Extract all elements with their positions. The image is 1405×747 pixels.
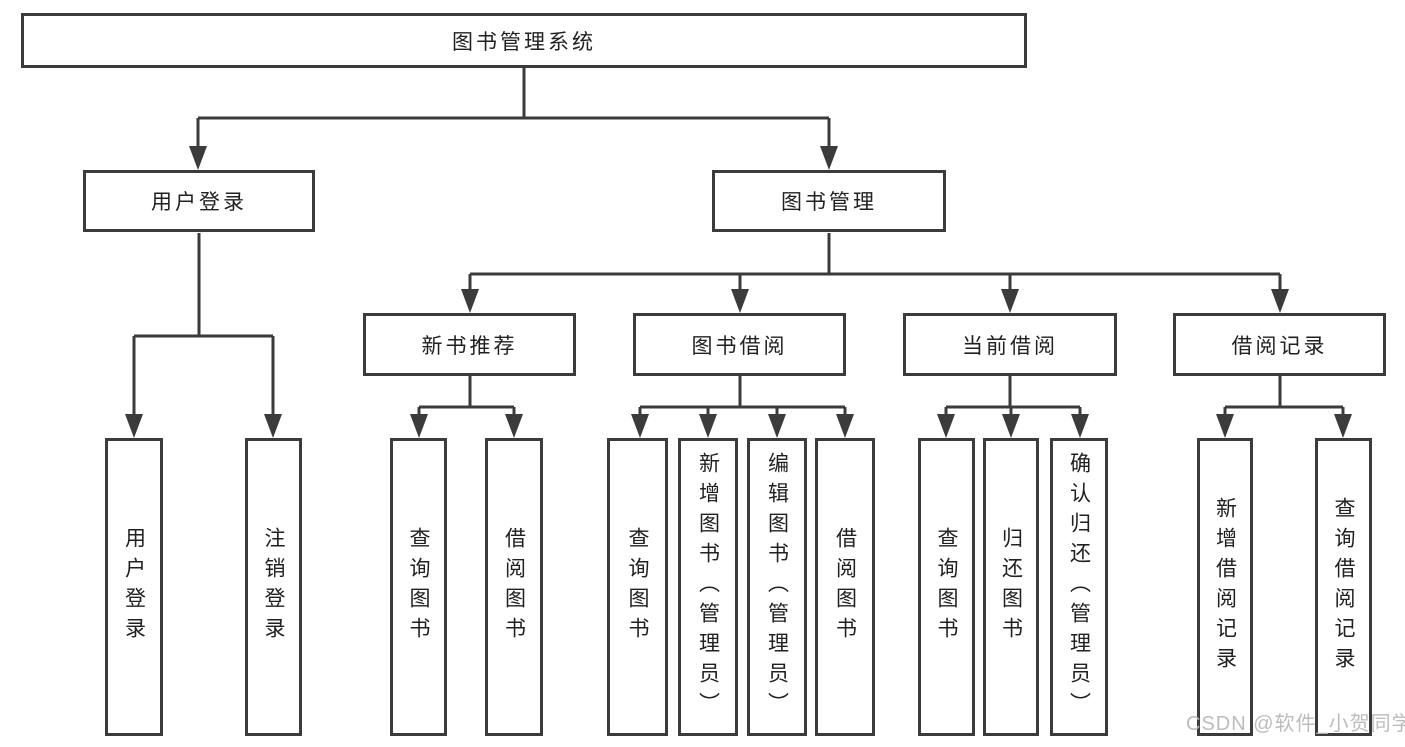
arrow-down-icon [1001,289,1019,313]
arrow-down-icon [1271,289,1289,313]
leaf-logout: 注销登录 [245,438,302,736]
node-book-borrow-label: 图书借阅 [691,334,788,358]
leaf-borrow-book-2-label: 借阅图书 [833,527,857,647]
leaf-add-record: 新增借阅记录 [1197,438,1253,736]
leaf-query-record-label: 查询借阅记录 [1332,497,1355,677]
leaf-confirm-return-label: 确认归还（管理员） [1067,452,1091,722]
edge-root-to-level2 [196,68,831,150]
leaf-query-book-3-label: 查询图书 [935,527,958,647]
leaf-query-book-2-label: 查询图书 [626,527,649,647]
node-book-borrow: 图书借阅 [633,313,846,376]
node-root: 图书管理系统 [21,13,1027,68]
edge-userlogin-to-leaves [132,233,275,420]
edge-borrowrecord-to-leaves [1223,376,1345,420]
leaf-borrow-book-2: 借阅图书 [815,438,875,736]
leaf-user-login: 用户登录 [105,438,163,736]
leaf-confirm-return: 确认归还（管理员） [1050,438,1108,736]
node-book-mgmt-label: 图书管理 [781,191,877,214]
leaf-borrow-book-1: 借阅图书 [485,438,543,736]
arrow-down-icon [1334,414,1352,438]
edge-newbookrec-to-leaves [417,376,516,420]
node-user-login-label: 用户登录 [151,191,247,214]
arrow-down-icon [125,414,143,438]
leaf-return-book: 归还图书 [983,438,1039,736]
arrow-down-icon [937,414,955,438]
node-borrow-record: 借阅记录 [1173,313,1386,376]
node-user-login: 用户登录 [83,170,315,232]
leaf-query-book-1-label: 查询图书 [407,527,430,647]
node-new-book-rec-label: 新书推荐 [421,334,518,358]
arrow-down-icon [631,414,649,438]
node-current-borrow: 当前借阅 [903,313,1117,376]
arrow-down-icon [264,414,282,438]
leaf-query-book-3: 查询图书 [918,438,975,736]
arrow-down-icon [836,414,854,438]
arrow-down-icon [505,414,523,438]
arrow-down-icon [699,414,717,438]
leaf-add-record-label: 新增借阅记录 [1213,497,1237,677]
arrow-down-icon [189,146,207,170]
node-book-mgmt: 图书管理 [712,170,946,232]
arrow-down-icon [1002,414,1020,438]
leaf-edit-book: 编辑图书（管理员） [747,438,807,736]
leaf-query-book-2: 查询图书 [607,438,668,736]
leaf-logout-label: 注销登录 [262,527,285,647]
node-borrow-record-label: 借阅记录 [1231,334,1328,358]
leaf-edit-book-label: 编辑图书（管理员） [765,452,789,722]
arrow-down-icon [731,289,749,313]
leaf-add-book: 新增图书（管理员） [678,438,738,736]
arrow-down-icon [820,146,838,170]
leaf-add-book-label: 新增图书（管理员） [696,452,720,722]
edge-currentborrow-to-leaves [944,376,1082,420]
csdn-watermark: CSDN @软件_小贺同学 [1186,713,1405,735]
leaf-query-book-1: 查询图书 [390,438,447,736]
leaf-query-record: 查询借阅记录 [1315,438,1372,736]
node-current-borrow-label: 当前借阅 [962,334,1058,358]
arrow-down-icon [410,414,428,438]
arrow-down-icon [1216,414,1234,438]
node-root-label: 图书管理系统 [452,30,596,54]
leaf-return-book-label: 归还图书 [999,527,1023,647]
edge-bookborrow-to-leaves [638,376,847,420]
arrow-down-icon [1071,414,1089,438]
leaf-borrow-book-1-label: 借阅图书 [502,527,526,647]
arrow-down-icon [768,414,786,438]
edge-bookmgmt-to-level3 [468,233,1282,293]
leaf-user-login-label: 用户登录 [122,527,146,647]
node-new-book-rec: 新书推荐 [363,313,576,376]
arrow-down-icon [461,289,479,313]
